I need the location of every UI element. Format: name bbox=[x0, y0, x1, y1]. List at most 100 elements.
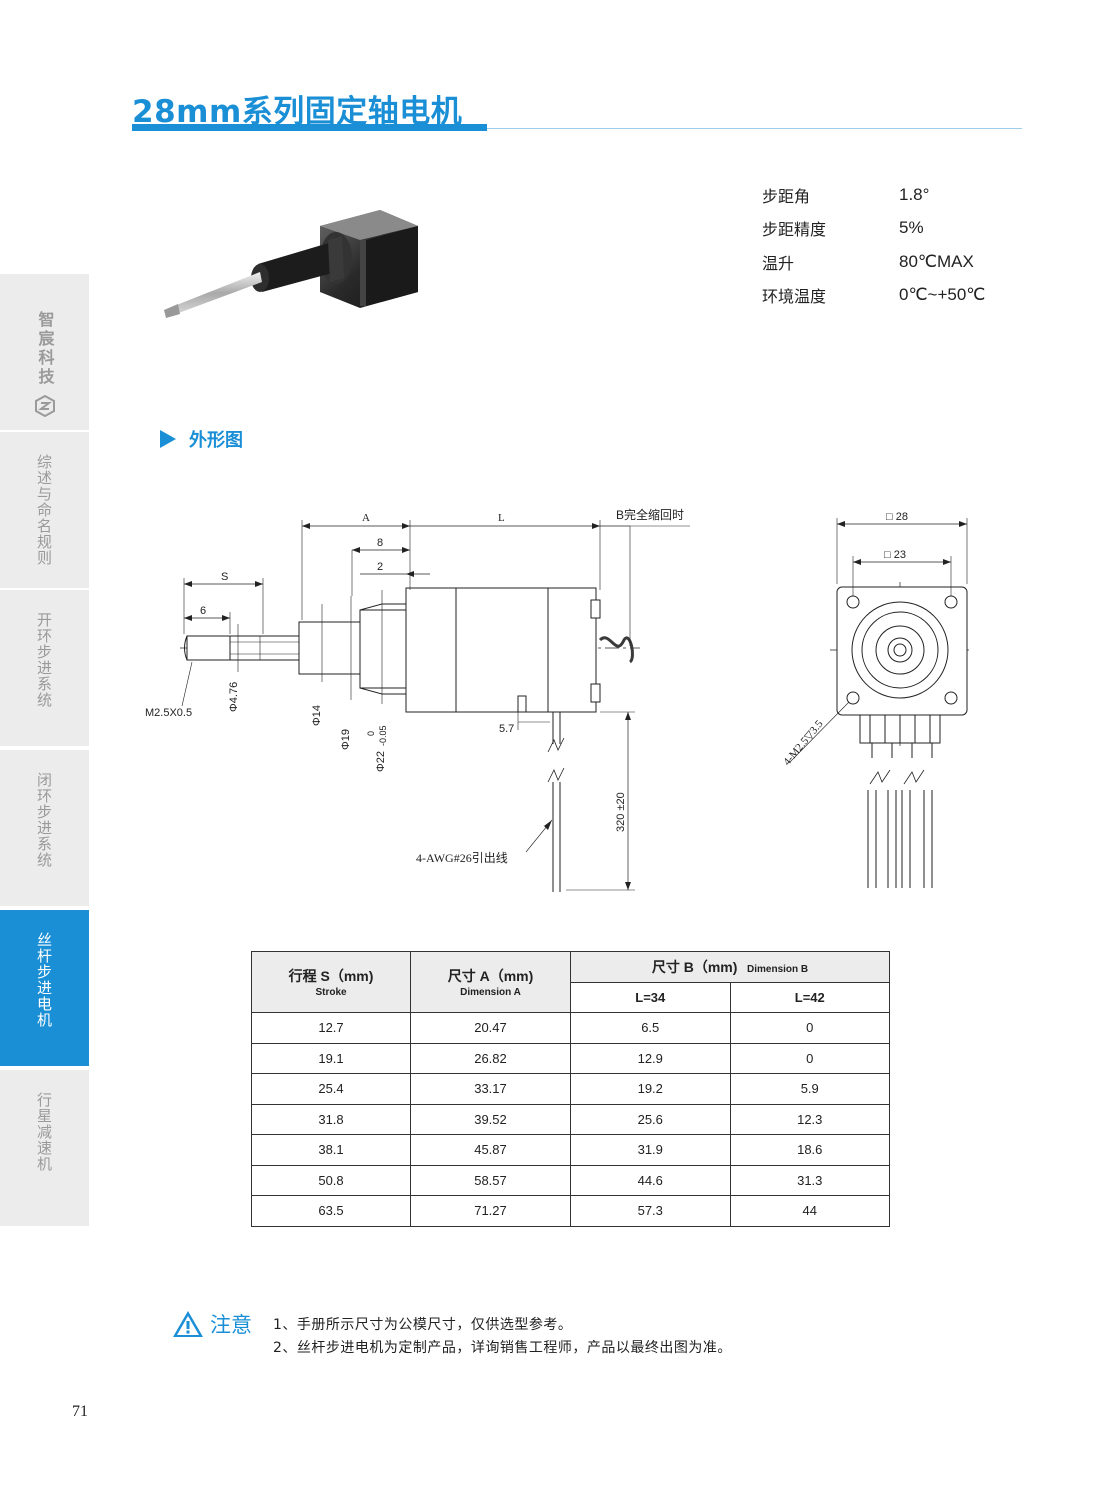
spec-value: 1.8° bbox=[899, 184, 930, 204]
table-cell: 38.1 bbox=[251, 1134, 411, 1166]
sidebar-brand: 智宸科技 bbox=[0, 274, 89, 432]
spec-row-temp-rise: 温升 80℃MAX bbox=[762, 245, 1042, 279]
sidebar-item-label: 丝杆步进电机 bbox=[35, 932, 53, 1028]
title-rule bbox=[487, 128, 1022, 129]
table-cell: 5.9 bbox=[729, 1073, 890, 1105]
dim-phi476-label: Φ4.76 bbox=[228, 682, 240, 712]
outline-drawing: A L B完全缩回时 8 2 S 6 M2. bbox=[145, 507, 972, 892]
notes-title: 注意 bbox=[210, 1313, 252, 1337]
dim-sq23-label: □ 23 bbox=[884, 549, 906, 561]
brand-name: 智宸科技 bbox=[35, 311, 55, 387]
dim-phi19-label: Φ19 bbox=[340, 729, 352, 750]
sidebar-item-label: 综述与命名规则 bbox=[35, 454, 53, 566]
title-underline bbox=[132, 124, 487, 131]
dimension-table: 行程 S（mm) Stroke 尺寸 A（mm) Dimension A 尺寸 … bbox=[251, 951, 890, 1227]
table-header-dim-a: 尺寸 A（mm) Dimension A bbox=[410, 951, 571, 1013]
dim-lead-length-label: 320 ±20 bbox=[615, 792, 627, 832]
table-cell: 12.7 bbox=[251, 1012, 411, 1044]
table-row: 19.1 26.82 12.9 0 bbox=[251, 1042, 890, 1074]
dim-b-note: B完全缩回时 bbox=[616, 507, 684, 522]
wire-label: 4-AWG#26引出线 bbox=[416, 851, 508, 865]
sidebar-item-label: 开环步进系统 bbox=[35, 612, 53, 708]
table-cell: 19.1 bbox=[251, 1042, 411, 1074]
table-cell: 18.6 bbox=[729, 1134, 890, 1166]
dim-sq28-label: □ 28 bbox=[886, 511, 908, 523]
table-cell: 12.9 bbox=[570, 1042, 731, 1074]
spec-list: 步距角 1.8° 步距精度 5% 温升 80℃MAX 环境温度 0℃~+50℃ bbox=[762, 178, 1042, 312]
dim-phi22-label: Φ22 bbox=[375, 751, 387, 772]
side-view: A L B完全缩回时 8 2 S 6 M2. bbox=[145, 507, 690, 892]
table-cell: 19.2 bbox=[570, 1073, 731, 1105]
dim-6-label: 6 bbox=[200, 605, 206, 617]
section-heading: 外形图 bbox=[160, 426, 243, 452]
table-cell: 45.87 bbox=[410, 1134, 571, 1166]
warning-icon bbox=[173, 1311, 203, 1337]
spec-row-step-angle: 步距角 1.8° bbox=[762, 178, 1042, 212]
table-row: 31.8 39.52 25.6 12.3 bbox=[251, 1103, 890, 1135]
triangle-arrow-icon bbox=[160, 430, 176, 448]
page-number: 71 bbox=[72, 1403, 88, 1420]
section-title: 外形图 bbox=[189, 430, 243, 451]
table-cell: 31.8 bbox=[251, 1103, 411, 1135]
table-cell: 25.6 bbox=[570, 1103, 731, 1135]
dim-57-label: 5.7 bbox=[499, 723, 514, 735]
spec-label: 温升 bbox=[762, 253, 795, 273]
spec-value: 5% bbox=[899, 218, 924, 238]
sidebar-item-label: 行星减速机 bbox=[35, 1092, 53, 1172]
title-area: 28mm系列固定轴电机 bbox=[132, 86, 1022, 132]
table-cell: 31.3 bbox=[729, 1164, 890, 1196]
table-row: 63.5 71.27 57.3 44 bbox=[251, 1195, 890, 1227]
table-cell: 57.3 bbox=[570, 1195, 731, 1227]
table-row: 38.1 45.87 31.9 18.6 bbox=[251, 1134, 890, 1166]
table-cell: 6.5 bbox=[570, 1012, 731, 1044]
dim-a-label: A bbox=[362, 512, 370, 524]
sidebar-item-label: 闭环步进系统 bbox=[35, 772, 53, 868]
table-cell: 25.4 bbox=[251, 1073, 411, 1105]
sidebar-item-planetary[interactable]: 行星减速机 bbox=[0, 1070, 89, 1228]
holes-label: 4-M2.5▽3.5 bbox=[781, 718, 826, 768]
table-cell: 58.57 bbox=[410, 1164, 571, 1196]
dim-phi22-tol-top: 0 bbox=[366, 731, 376, 736]
table-cell: 71.27 bbox=[410, 1195, 571, 1227]
sidebar-item-overview[interactable]: 综述与命名规则 bbox=[0, 432, 89, 590]
note-line: 2、丝杆步进电机为定制产品，详询销售工程师，产品以最终出图为准。 bbox=[273, 1340, 732, 1356]
spec-value: 80℃MAX bbox=[899, 251, 974, 271]
spec-label: 步距角 bbox=[762, 186, 811, 206]
table-cell: 33.17 bbox=[410, 1073, 571, 1105]
dim-s-label: S bbox=[221, 571, 228, 583]
spec-value: 0℃~+50℃ bbox=[899, 285, 986, 305]
table-header-l34: L=34 bbox=[570, 981, 731, 1013]
sidebar-item-closed-loop[interactable]: 闭环步进系统 bbox=[0, 750, 89, 908]
dim-phi14-label: Φ14 bbox=[311, 705, 323, 726]
table-cell: 20.47 bbox=[410, 1012, 571, 1044]
table-row: 12.7 20.47 6.5 0 bbox=[251, 1012, 890, 1044]
table-cell: 50.8 bbox=[251, 1164, 411, 1196]
spec-label: 步距精度 bbox=[762, 220, 827, 240]
table-cell: 0 bbox=[729, 1042, 890, 1074]
front-view: □ 28 □ 23 4-M2.5▽3.5 bbox=[781, 511, 972, 888]
spec-label: 环境温度 bbox=[762, 287, 827, 307]
table-header-dim-b: 尺寸 B（mm) Dimension B bbox=[570, 951, 890, 983]
table-header-l42: L=42 bbox=[729, 981, 890, 1013]
table-cell: 0 bbox=[729, 1012, 890, 1044]
thread-label: M2.5X0.5 bbox=[145, 707, 192, 719]
product-photo bbox=[164, 210, 418, 318]
table-cell: 31.9 bbox=[570, 1134, 731, 1166]
table-row: 25.4 33.17 19.2 5.9 bbox=[251, 1073, 890, 1105]
spec-row-ambient-temp: 环境温度 0℃~+50℃ bbox=[762, 279, 1042, 313]
dim-8-label: 8 bbox=[377, 537, 383, 549]
table-row: 50.8 58.57 44.6 31.3 bbox=[251, 1164, 890, 1196]
brand-logo-icon bbox=[34, 395, 55, 417]
table-header-stroke: 行程 S（mm) Stroke bbox=[251, 951, 411, 1013]
sidebar-item-lead-screw[interactable]: 丝杆步进电机 bbox=[0, 910, 89, 1068]
spec-row-step-accuracy: 步距精度 5% bbox=[762, 212, 1042, 246]
table-cell: 12.3 bbox=[729, 1103, 890, 1135]
table-cell: 63.5 bbox=[251, 1195, 411, 1227]
table-cell: 44 bbox=[729, 1195, 890, 1227]
dim-phi22-tol-bottom: -0.05 bbox=[378, 725, 388, 746]
table-cell: 44.6 bbox=[570, 1164, 731, 1196]
sidebar-item-open-loop[interactable]: 开环步进系统 bbox=[0, 590, 89, 748]
note-line: 1、手册所示尺寸为公模尺寸，仅供选型参考。 bbox=[273, 1317, 573, 1333]
table-cell: 26.82 bbox=[410, 1042, 571, 1074]
dim-l-label: L bbox=[498, 512, 505, 524]
